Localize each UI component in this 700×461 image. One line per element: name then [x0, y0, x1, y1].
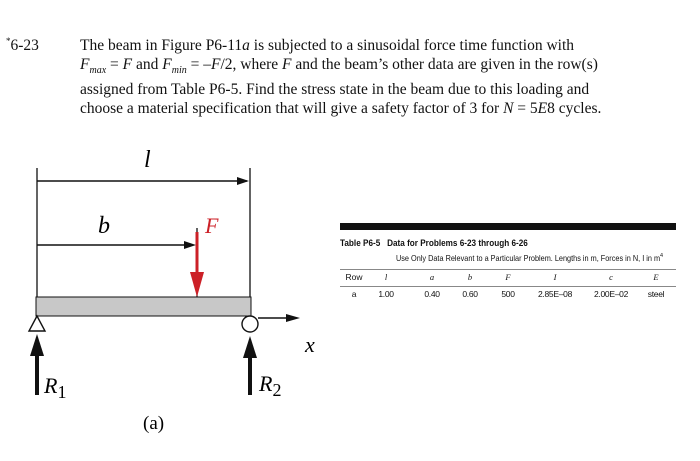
cell-row: a — [351, 289, 357, 299]
label-x: x — [304, 332, 315, 357]
cell-F: 500 — [501, 289, 515, 299]
label-R1: R1 — [43, 373, 66, 402]
header-I: I — [553, 272, 557, 282]
header-c: c — [609, 272, 613, 282]
header-row: Row — [345, 272, 363, 282]
problem-line-3: assigned from Table P6-5. Find the stres… — [80, 81, 590, 99]
x-axis-arrowhead — [286, 314, 300, 322]
cell-b: 0.60 — [462, 289, 478, 299]
force-arrowhead — [190, 272, 204, 297]
cell-E: steel — [647, 289, 665, 299]
table-header-row: Row l a b F I c E — [340, 269, 676, 287]
reaction-R1-arrowhead — [30, 334, 44, 356]
label-R2: R2 — [258, 371, 281, 400]
roller-support-right — [241, 315, 259, 333]
beam — [35, 296, 252, 317]
table-subcaption: Use Only Data Relevant to a Particular P… — [396, 253, 663, 263]
dimension-l-arrowhead — [237, 177, 249, 185]
cell-I: 2.85E–08 — [538, 289, 572, 299]
problem-line-1: The beam in Figure P6-11a is subjected t… — [80, 37, 575, 54]
problem-number: *6-23 — [6, 36, 39, 54]
reaction-R2-arrowhead — [243, 336, 257, 358]
label-b: b — [98, 213, 110, 239]
figure-caption: (a) — [143, 413, 164, 434]
table-top-rule — [340, 223, 676, 230]
problem-line-4: choose a material specification that wil… — [80, 100, 602, 118]
label-l: l — [144, 147, 151, 173]
table-caption: Table P6-5 Data for Problems 6-23 throug… — [340, 238, 528, 249]
cell-c: 2.00E–02 — [594, 289, 628, 299]
header-a: a — [429, 272, 435, 282]
problem-text: The beam in Figure P6-11a is subjected t… — [80, 36, 692, 118]
dimension-b-arrowhead — [184, 241, 196, 249]
header-b: b — [467, 272, 473, 282]
problem-line-2: Fmax = F and Fmin = –F/2, where F and th… — [80, 56, 598, 77]
cell-a: 0.40 — [424, 289, 440, 299]
data-table: Table P6-5 Data for Problems 6-23 throug… — [340, 223, 676, 303]
table-row: a 1.00 0.40 0.60 500 2.85E–08 2.00E–02 s… — [340, 287, 676, 303]
header-E: E — [653, 272, 659, 282]
header-F: F — [505, 272, 511, 282]
header-l: l — [384, 272, 388, 282]
label-F: F — [204, 213, 219, 238]
pin-support-left — [27, 314, 47, 332]
cell-l: 1.00 — [378, 289, 394, 299]
